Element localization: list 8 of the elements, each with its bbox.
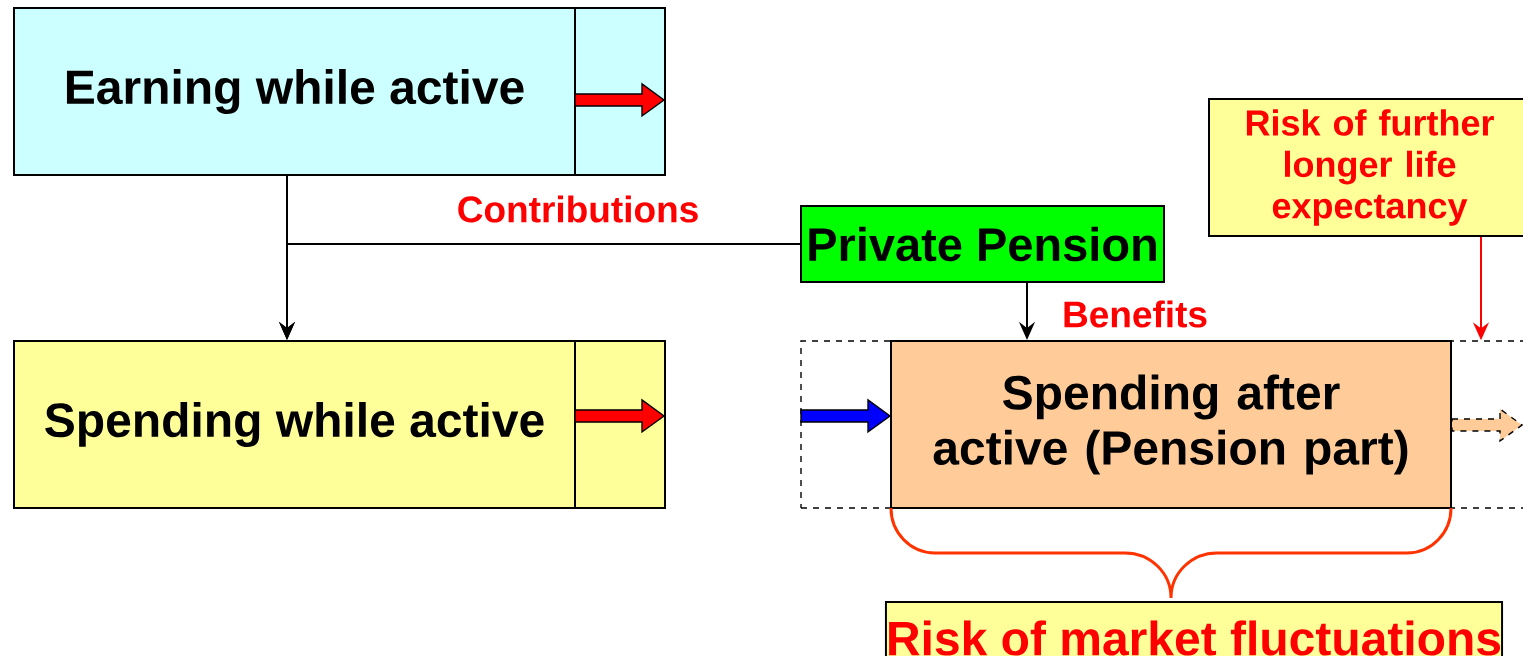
- process-box: Spending after active (Pension part): [890, 340, 1452, 509]
- process-box: Spending while active: [13, 340, 666, 509]
- pension-box: Private Pension: [800, 205, 1165, 283]
- edge-label: Benefits: [1064, 300, 1207, 328]
- risk-box: Risk of market fluctuations: [884, 601, 1504, 656]
- edge-label: Contributions: [458, 195, 698, 223]
- process-box: Earning while active: [13, 7, 666, 176]
- risk-box: Risk of further longer life expectancy: [1208, 98, 1523, 237]
